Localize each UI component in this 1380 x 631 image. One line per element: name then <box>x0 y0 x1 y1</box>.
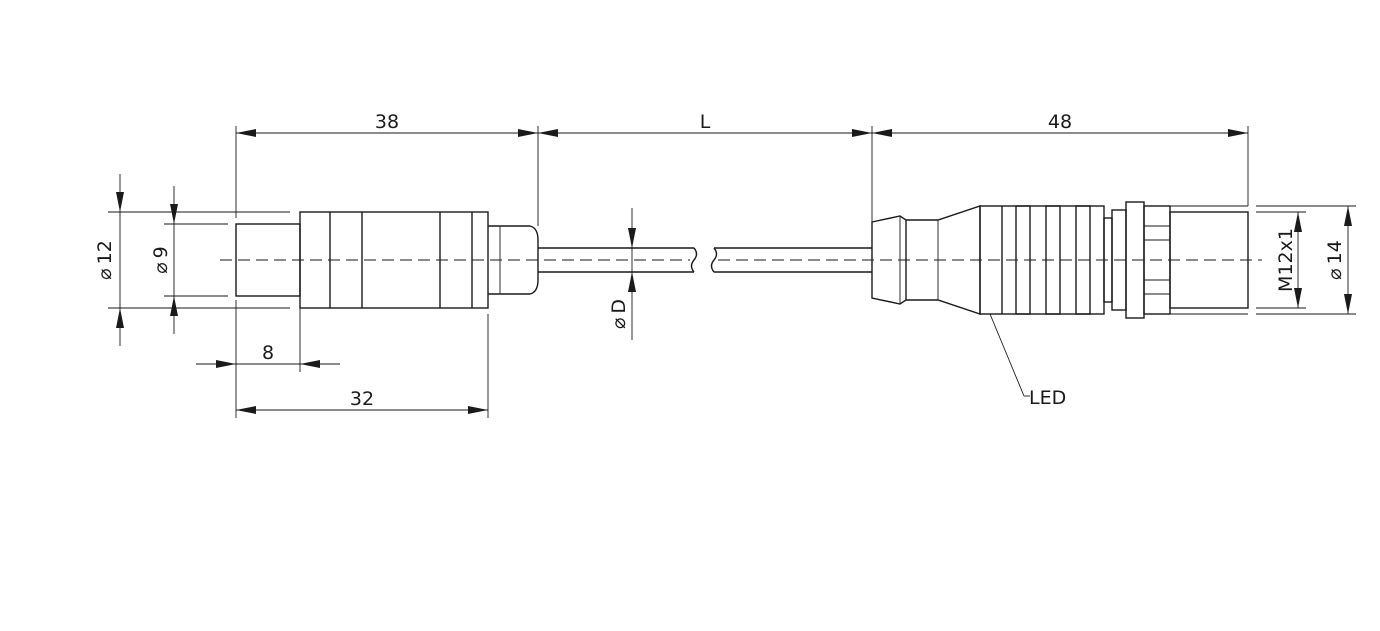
sensor-body <box>235 211 539 309</box>
dimension-dia-9-value: 9 <box>150 246 172 258</box>
dimension-m12x1-label: M12x1 <box>1275 228 1297 292</box>
dimension-dia-d-label: ⌀D <box>608 299 630 329</box>
dimension-dia-9: ⌀9 <box>150 186 178 334</box>
dimension-l: L <box>538 111 872 137</box>
dimension-38: 38 <box>236 111 538 137</box>
diameter-symbol: ⌀ <box>94 268 116 279</box>
dimension-48: 48 <box>872 111 1248 137</box>
dimension-dia-14: ⌀ 14 <box>1324 206 1352 314</box>
dimension-m12x1: M12x1 <box>1275 212 1302 308</box>
extension-lines <box>108 126 1356 418</box>
dimension-32: 32 <box>236 388 488 414</box>
diameter-symbol: ⌀ <box>1324 268 1346 279</box>
diameter-symbol: ⌀ <box>150 262 172 273</box>
dimension-32-label: 32 <box>350 388 374 410</box>
dimension-dia-12-value: 12 <box>94 240 116 264</box>
dimension-48-label: 48 <box>1048 111 1072 133</box>
led-label: LED <box>1029 387 1066 409</box>
dimension-38-label: 38 <box>375 111 399 133</box>
dimension-dia-14-label: ⌀ 14 <box>1324 240 1346 280</box>
dimension-dia-12: ⌀ 12 <box>94 174 124 346</box>
dimension-l-label: L <box>700 111 711 133</box>
cable <box>538 247 872 273</box>
dimension-dia-9-label: ⌀9 <box>150 246 172 274</box>
dimension-8-label: 8 <box>262 342 274 364</box>
connector <box>871 201 1249 319</box>
dimension-dia-12-label: ⌀ 12 <box>94 240 116 280</box>
dimension-dia-d-value: D <box>608 299 630 314</box>
dimension-dia-14-value: 14 <box>1324 240 1346 264</box>
dimension-dia-d: ⌀D <box>608 208 636 340</box>
led-callout: LED <box>989 313 1066 409</box>
dimension-8: 8 <box>196 342 340 368</box>
diameter-symbol: ⌀ <box>608 318 630 329</box>
